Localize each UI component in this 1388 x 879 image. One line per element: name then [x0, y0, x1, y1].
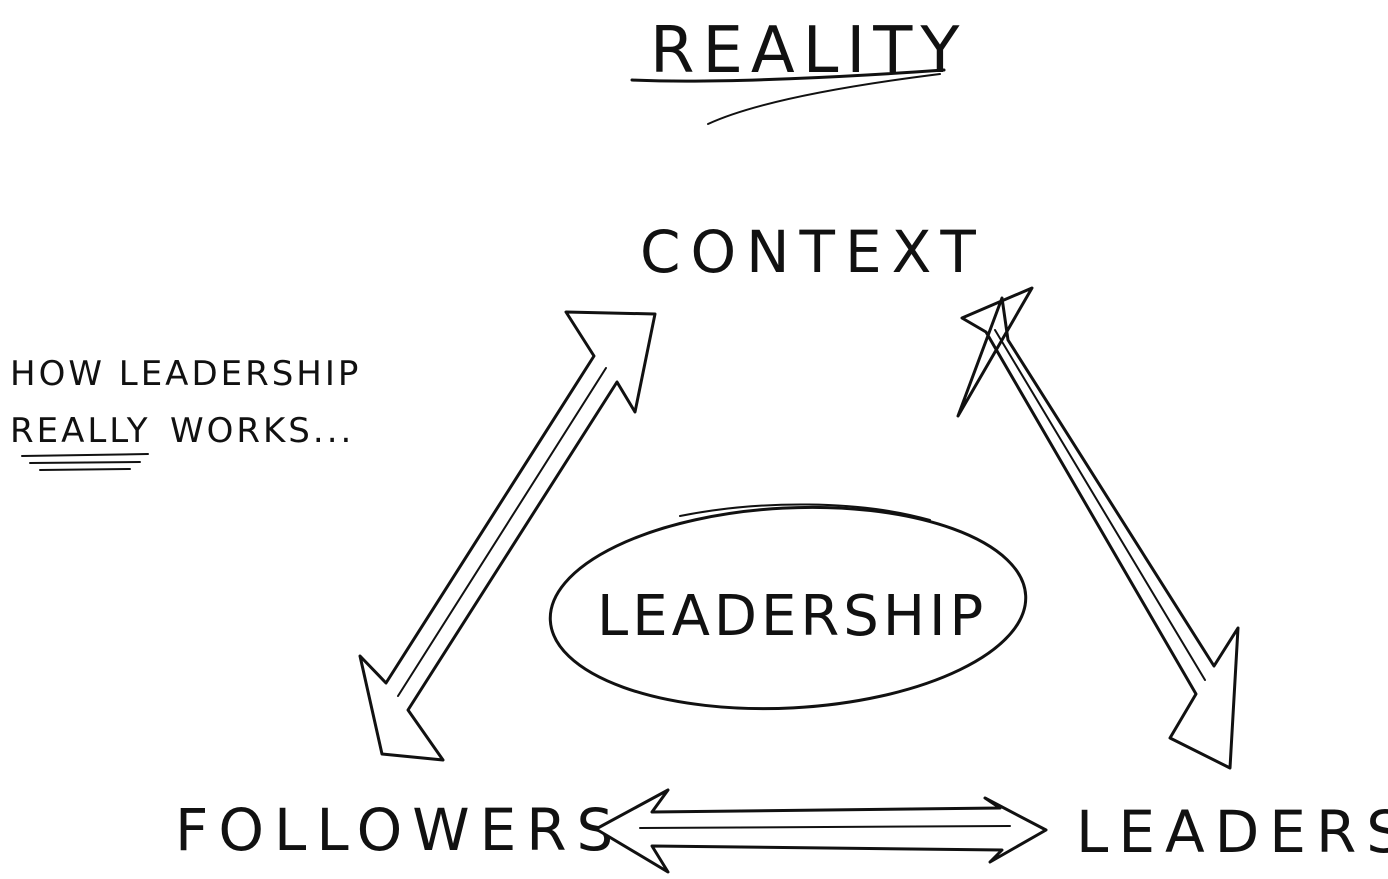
center-ellipse-overstroke — [679, 503, 931, 521]
arrow-context-leaders — [956, 286, 1240, 770]
title-swoosh — [707, 73, 941, 125]
arrow-followers-leaders — [594, 788, 1048, 874]
center-ellipse — [548, 505, 1028, 711]
side-note-underline-2 — [29, 461, 141, 464]
node-context: CONTEXT — [640, 218, 986, 286]
center-label: LEADERSHIP — [597, 584, 987, 649]
side-note-underline-3 — [39, 468, 131, 471]
side-note-emphasis: REALLY — [10, 411, 151, 451]
side-note-rest: WORKS... — [170, 411, 354, 451]
side-note-underline-1 — [21, 453, 149, 457]
arrow-context-followers — [358, 310, 657, 762]
node-followers: FOLLOWERS — [175, 796, 623, 864]
side-note-line1: HOW LEADERSHIP — [10, 354, 361, 394]
diagram-title: REALITY — [650, 14, 967, 88]
title-underline — [630, 68, 946, 83]
node-leaders: LEADERS — [1076, 798, 1388, 866]
